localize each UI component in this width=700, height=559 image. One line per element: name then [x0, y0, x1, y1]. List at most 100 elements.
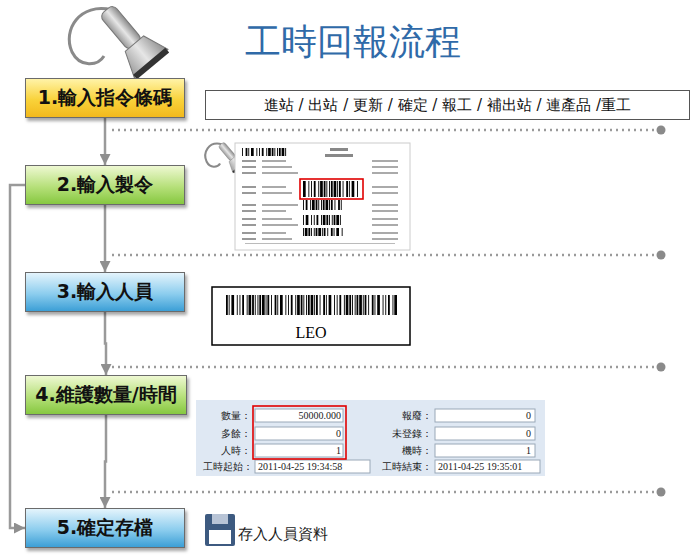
barcode-bar — [334, 181, 337, 197]
document-text-line — [372, 210, 398, 212]
field-label: 人時： — [200, 445, 251, 457]
document-rule — [245, 243, 395, 244]
barcode-bar — [272, 148, 274, 156]
barcode-bar — [329, 295, 332, 315]
barcode-bar — [262, 148, 264, 156]
barcode-bar — [331, 215, 333, 225]
document-text-line — [372, 192, 398, 194]
barcode-bar — [317, 215, 319, 225]
barcode-bar — [346, 295, 349, 315]
barcode-bar — [334, 295, 336, 315]
barcode-bar — [382, 295, 384, 315]
barcode-bar — [334, 215, 336, 225]
barcode-bar — [320, 181, 323, 197]
barcode-bar — [246, 295, 248, 315]
barcode-bar — [336, 295, 338, 315]
input-field — [435, 460, 540, 473]
save-caption: 存入人員資料 — [238, 526, 368, 543]
document-text-line — [262, 172, 298, 174]
barcode-bar — [306, 295, 308, 315]
barcode-bar — [331, 228, 333, 236]
flow-arrow — [10, 185, 25, 528]
document-text-line — [262, 224, 298, 226]
barcode-bar — [311, 295, 314, 315]
barcode-bar — [339, 215, 341, 225]
barcode-bar — [311, 181, 313, 197]
input-field — [435, 409, 535, 422]
barcode-bar — [259, 295, 261, 315]
barcode-bar — [323, 295, 325, 315]
field-value: 2011-04-25 19:34:58 — [258, 461, 368, 473]
document-text-line — [262, 238, 292, 240]
barcode-bar — [254, 295, 256, 315]
barcode-bar — [329, 181, 331, 197]
floppy-label — [209, 530, 231, 544]
barcode-bar — [275, 295, 277, 315]
document-text-line — [372, 232, 398, 234]
barcode-bar — [306, 200, 308, 210]
barcode-bar — [321, 200, 323, 210]
field-value: 0 — [437, 410, 531, 422]
form-inputs — [255, 409, 540, 473]
barcode-bar — [318, 228, 321, 236]
barcode-bar — [357, 181, 359, 197]
barcode-bar — [308, 228, 310, 236]
field-label: 多餘： — [200, 428, 251, 440]
field-value: 0 — [257, 428, 341, 440]
barcode-bar — [242, 295, 244, 315]
diagram-title: 工時回報流程 — [245, 18, 461, 67]
input-field — [435, 444, 535, 457]
badge-frame — [212, 287, 410, 345]
barcode-bar — [388, 295, 390, 315]
command-list-box: 進站 / 出站 / 更新 / 確定 / 報工 / 補出站 / 連產品 /重工 — [205, 90, 690, 120]
barcode-bar — [318, 200, 320, 210]
barcode-bar — [256, 148, 258, 156]
barcode-bar — [374, 295, 376, 315]
field-label: 工時結束： — [370, 461, 432, 473]
document-text-line — [372, 218, 398, 220]
field-label: 未登錄： — [375, 428, 432, 440]
line-end-dot — [657, 488, 666, 497]
barcode-bar — [323, 215, 326, 225]
barcode-bar — [313, 215, 315, 225]
field-value: 1 — [437, 445, 531, 457]
document-text-line — [372, 204, 398, 206]
node-label: 進站 / 出站 / 更新 / 確定 / 報工 / 補出站 / 連產品 /重工 — [264, 96, 631, 115]
flow-arrow — [104, 118, 107, 165]
barcode-bar — [279, 148, 281, 156]
node-label: 5.確定存檔 — [57, 515, 153, 541]
barcode-bar — [274, 148, 276, 156]
document-text-line — [372, 172, 398, 174]
document-text-line — [242, 210, 256, 212]
barcode-bar — [280, 295, 283, 315]
document-text-line — [372, 186, 398, 188]
document-text-lines — [242, 160, 398, 244]
barcode-bar — [326, 200, 329, 210]
barcode-bar — [291, 295, 293, 315]
barcode-bar — [311, 228, 313, 236]
document-text-line — [242, 232, 256, 234]
barcode-bar — [303, 200, 305, 210]
barcode-bar — [352, 295, 354, 315]
dotted-line — [112, 254, 656, 257]
barcode-bar — [325, 295, 327, 315]
barcode-bar — [231, 295, 234, 315]
barcode-bar — [252, 295, 254, 315]
flow-arrow — [105, 415, 106, 508]
barcode-bar — [365, 295, 367, 315]
barcode-bar — [339, 295, 341, 315]
barcode-bar — [303, 215, 305, 225]
barcode-bar — [329, 200, 331, 210]
barcode-bar — [251, 148, 254, 156]
barcode-bar — [324, 181, 326, 197]
input-field — [435, 427, 535, 440]
barcode-bar — [339, 181, 341, 197]
barcode-bar — [357, 295, 359, 315]
document-text-line — [372, 224, 398, 226]
document-text-line — [242, 192, 256, 194]
barcode-bar — [338, 200, 340, 210]
barcode-bar — [336, 228, 339, 236]
barcode-bar — [313, 228, 315, 236]
barcode-bar — [249, 295, 252, 315]
